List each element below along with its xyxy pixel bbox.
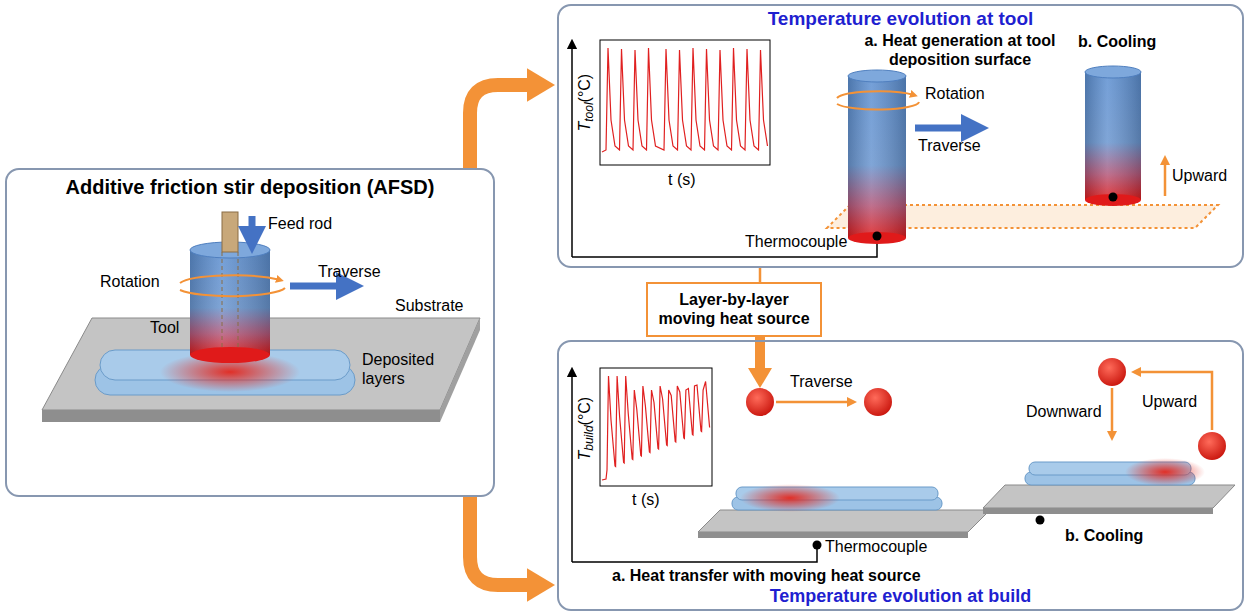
axis-part: T xyxy=(576,450,593,460)
panel-title: Additive friction stir deposition (AFSD) xyxy=(7,176,493,199)
axis-part: (°C) xyxy=(576,73,593,102)
label: Traverse xyxy=(318,262,381,281)
label: Rotation xyxy=(925,84,985,103)
label: Deposited layers xyxy=(362,350,442,388)
flow-arrow xyxy=(470,85,529,168)
label: Tool xyxy=(150,318,179,337)
label: t (s) xyxy=(632,490,660,509)
label: b. Cooling xyxy=(1065,526,1143,545)
panel-title: Temperature evolution at tool xyxy=(559,8,1242,30)
label: Traverse xyxy=(918,136,981,155)
heat-source-box: Layer-by-layer moving heat source xyxy=(646,282,822,337)
label: Rotation xyxy=(100,272,160,291)
label: Upward xyxy=(1142,392,1197,411)
label: Thermocouple xyxy=(745,232,843,251)
arrow-head xyxy=(748,368,772,388)
label: b. Cooling xyxy=(1078,32,1156,51)
axis-label: Tbuild(°C) xyxy=(575,396,596,460)
label: Feed rod xyxy=(268,214,332,233)
box-text: Layer-by-layer moving heat source xyxy=(656,290,812,328)
temperature-curve xyxy=(602,376,710,480)
label: Thermocouple xyxy=(825,537,927,556)
arrow-head xyxy=(527,568,555,602)
axis-part: T xyxy=(576,121,593,131)
label: Downward xyxy=(1026,402,1102,421)
axis-part: tool xyxy=(582,102,596,121)
axis-part: (°C) xyxy=(576,396,593,425)
flow-arrow xyxy=(759,268,762,282)
label: Traverse xyxy=(790,372,853,391)
panel-title: Temperature evolution at build xyxy=(559,586,1242,607)
label: Upward xyxy=(1172,166,1227,185)
flow-arrow xyxy=(470,497,529,585)
label: a. Heat generation at tool deposition su… xyxy=(858,31,1062,69)
axis-part: build xyxy=(582,425,596,450)
axis-label: Ttool(°C) xyxy=(575,73,596,131)
label: Substrate xyxy=(395,296,463,315)
label: t (s) xyxy=(668,170,696,189)
process-panel: Additive friction stir deposition (AFSD) xyxy=(5,168,495,497)
arrow-head xyxy=(527,68,555,102)
label: a. Heat transfer with moving heat source xyxy=(612,566,921,585)
temperature-curve xyxy=(602,48,768,152)
